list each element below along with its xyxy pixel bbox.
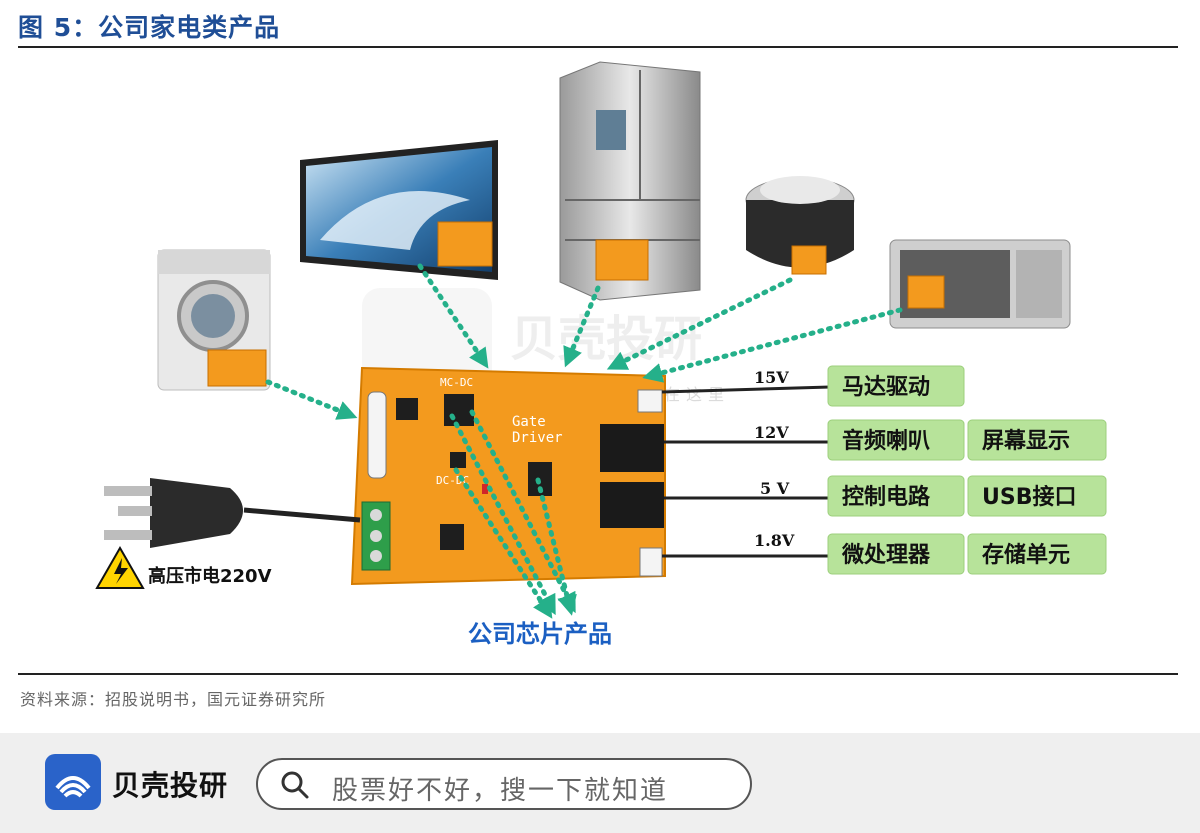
tag-screen-display: 屏幕显示 [982, 429, 1070, 454]
power-label: 高压市电220V [148, 565, 272, 587]
power-plug-image [104, 478, 361, 548]
figure-title: 图 5：公司家电类产品 [18, 13, 281, 42]
voltage-labels: 15V 12V 5 V 1.8V [754, 368, 795, 550]
svg-text:贝壳投研: 贝壳投研 [510, 311, 702, 367]
search-input[interactable]: 股票好不好，搜一下就知道 [256, 758, 752, 810]
tag-audio-speaker: 音频喇叭 [842, 428, 930, 454]
search-placeholder: 股票好不好，搜一下就知道 [332, 776, 669, 806]
voltage-label-15v: 15V [754, 368, 789, 387]
tag-microprocessor: 微处理器 [841, 542, 931, 568]
chip-label: 公司芯片产品 [468, 620, 612, 648]
microwave-image [889, 239, 1071, 329]
rice-cooker-image [745, 176, 855, 275]
brand-logo-icon[interactable] [45, 754, 101, 810]
brand-name[interactable]: 贝壳投研 [112, 769, 229, 802]
title-divider [18, 46, 1178, 48]
output-wires [661, 385, 831, 558]
appliance-diagram: 贝壳投研 聪明的投资者都在这里 [95, 61, 1107, 648]
source-divider [18, 673, 1178, 675]
warning-icon [95, 545, 145, 589]
voltage-label-12v: 12V [754, 423, 789, 442]
search-icon[interactable] [280, 770, 310, 800]
tag-storage-unit: 存储单元 [982, 542, 1070, 568]
output-tags: 马达驱动 音频喇叭 屏幕显示 控制电路 USB接口 微处理器 存储单元 [827, 365, 1107, 575]
svg-text:MC-DC: MC-DC [440, 376, 473, 389]
tag-control-circuit: 控制电路 [842, 484, 931, 510]
connector-arrows [265, 263, 903, 619]
svg-text:Gate: Gate [512, 414, 546, 430]
voltage-label-5v: 5 V [760, 479, 790, 498]
tag-motor-drive: 马达驱动 [842, 375, 930, 400]
voltage-label-1-8v: 1.8V [754, 531, 795, 550]
pcb-board: MC-DC Gate Driver DC-DC [350, 366, 666, 586]
tag-usb-port: USB接口 [982, 485, 1076, 510]
washing-machine-image [157, 249, 271, 391]
figure-source: 资料来源：招股说明书，国元证券研究所 [20, 690, 327, 709]
refrigerator-image [559, 61, 701, 301]
tv-image [300, 140, 498, 280]
svg-text:Driver: Driver [512, 430, 563, 446]
